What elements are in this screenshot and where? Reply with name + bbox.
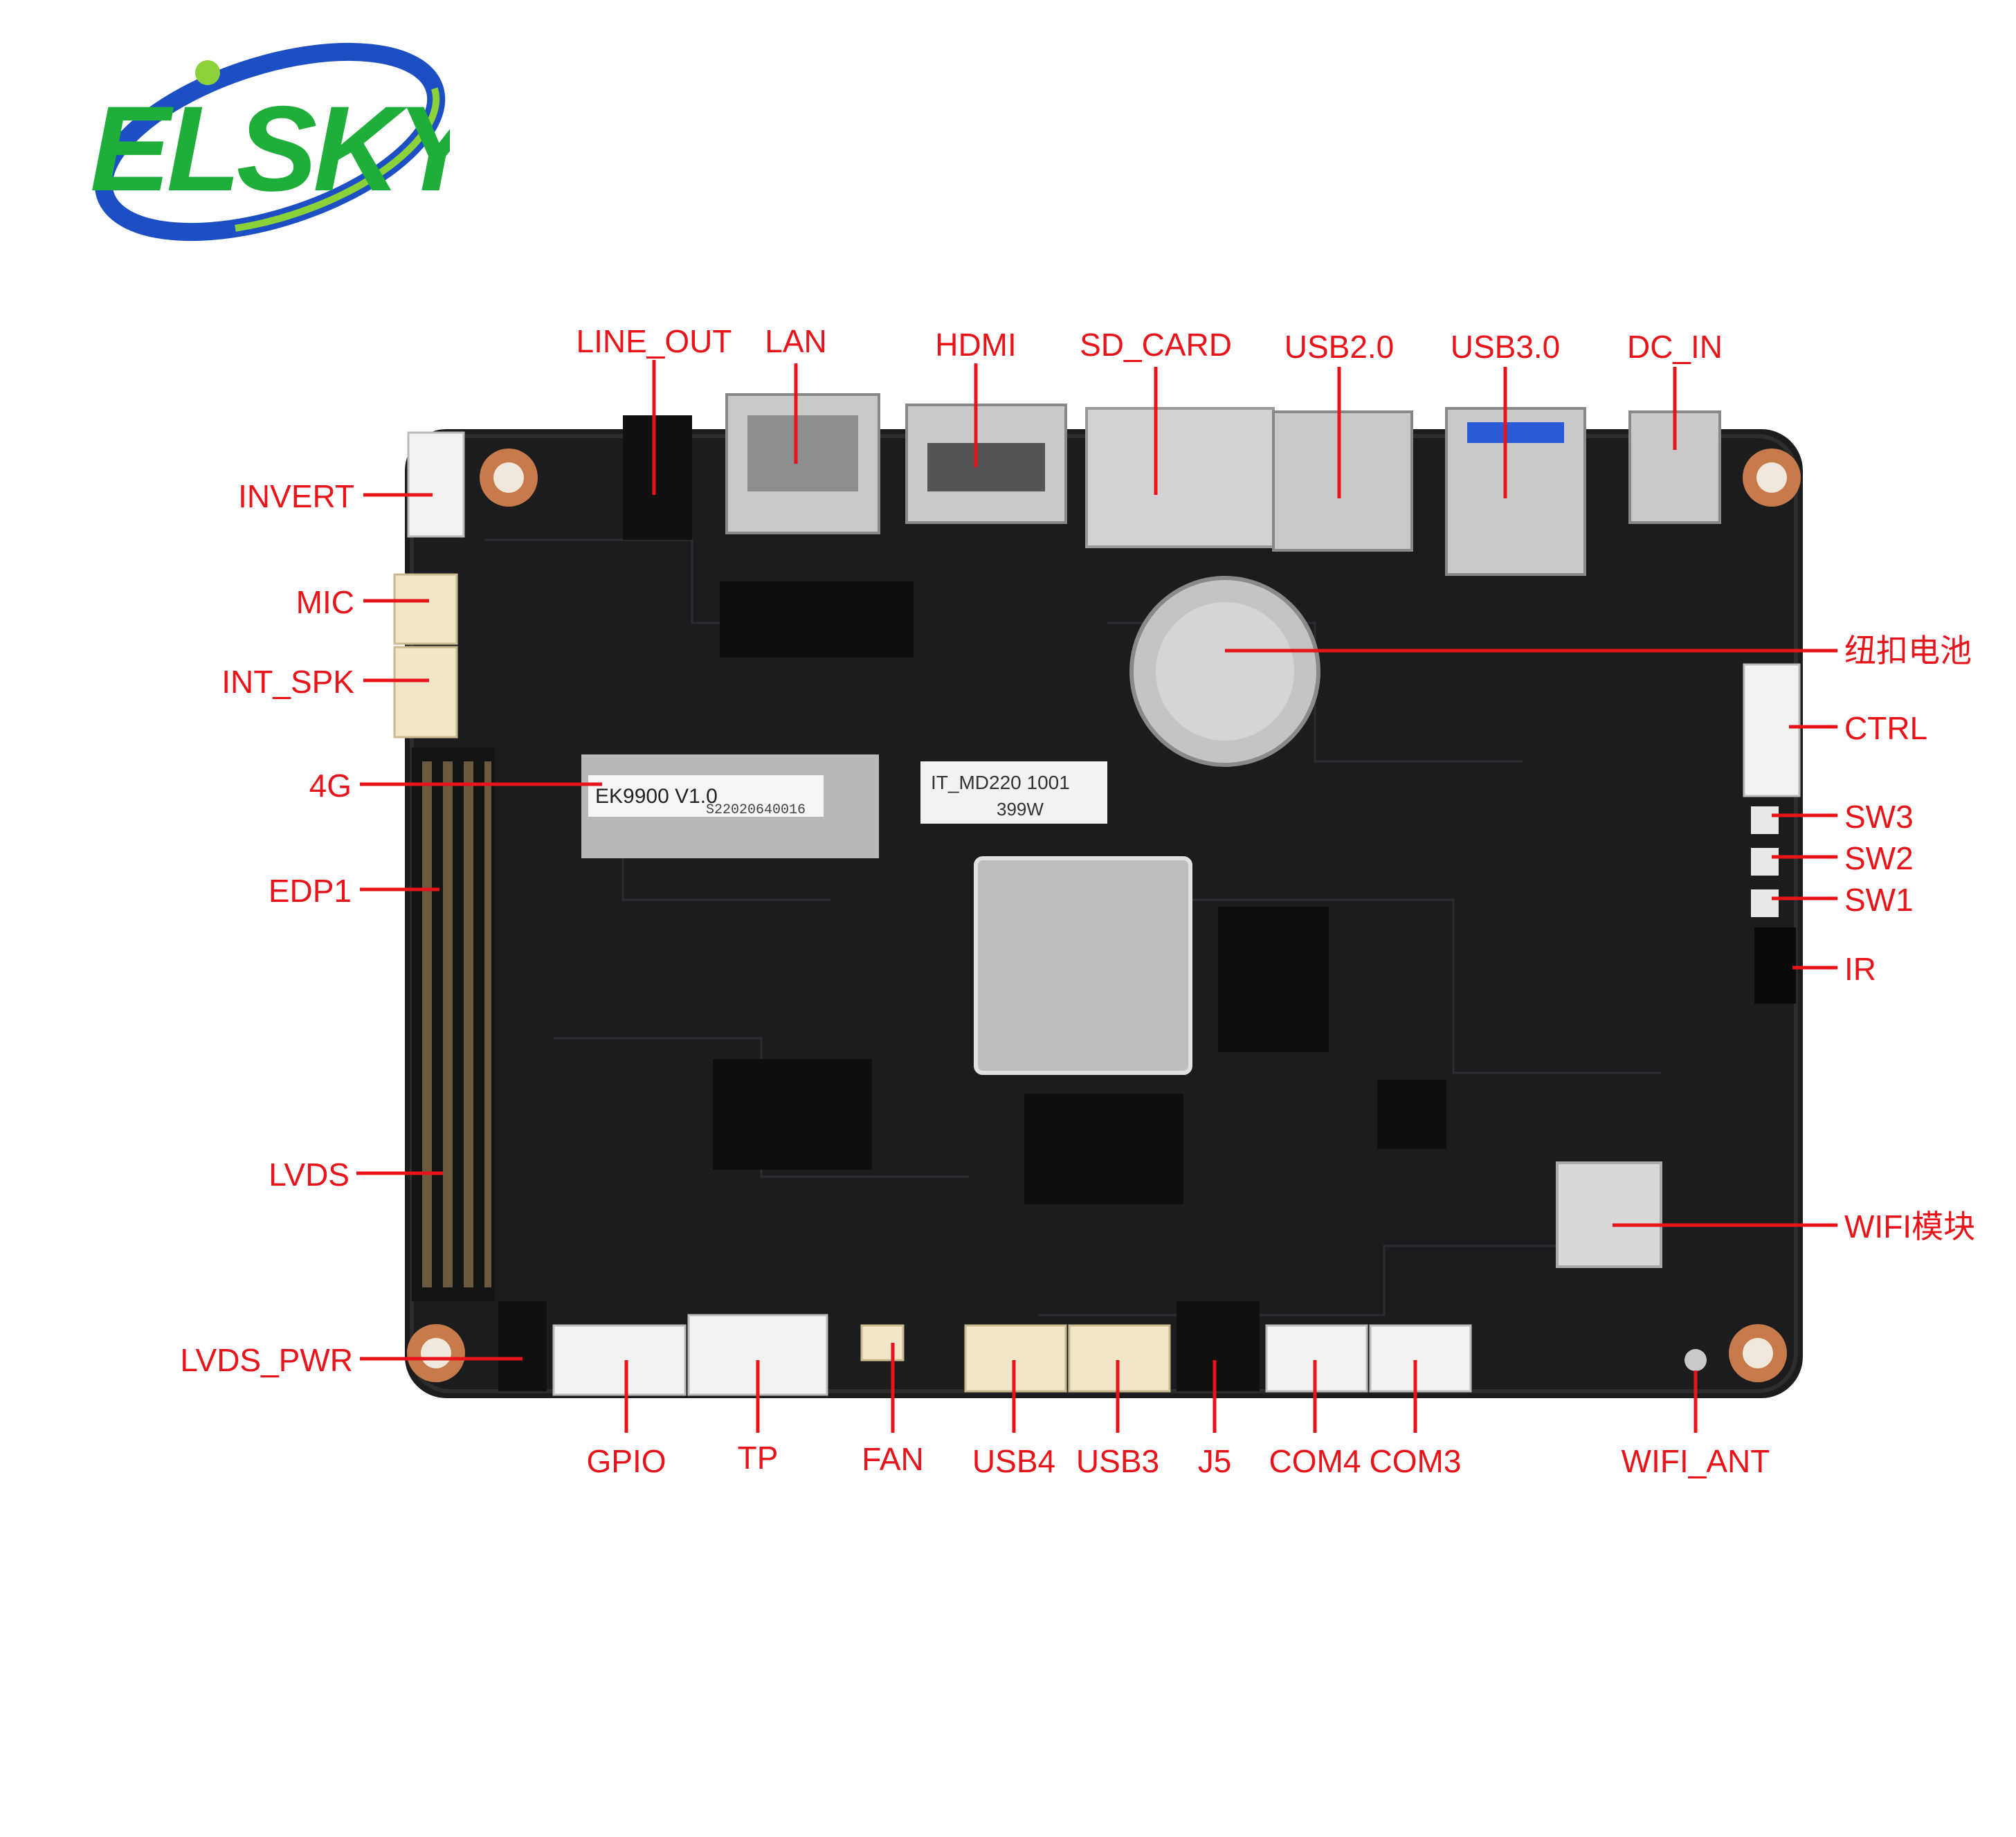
label-wifi-module: WIFI模块	[1844, 1209, 1976, 1245]
label-ir: IR	[1844, 951, 1876, 987]
label-usb3-bottom: USB3	[1075, 1443, 1160, 1479]
label-fan: FAN	[862, 1441, 924, 1477]
sw1-button	[1751, 889, 1779, 917]
gpio-connector	[552, 1324, 687, 1396]
sw3-button	[1751, 806, 1779, 834]
label-j5: J5	[1197, 1443, 1232, 1479]
label-tp: TP	[737, 1440, 779, 1476]
label-edp1: EDP1	[268, 873, 352, 909]
fan-connector	[860, 1324, 905, 1361]
label-invert: INVERT	[238, 478, 354, 514]
label-sw1: SW1	[1844, 882, 1914, 918]
invert-connector	[407, 431, 465, 538]
serial-label: S22020640016	[706, 802, 806, 818]
label-com4: COM4	[1269, 1443, 1361, 1479]
int-spk-connector	[393, 646, 458, 739]
wifi-antenna-connector	[1684, 1349, 1707, 1371]
label-int-spk: INT_SPK	[221, 664, 354, 700]
sw2-button	[1751, 848, 1779, 876]
label-mic: MIC	[296, 584, 354, 620]
label-sd-card: SD_CARD	[1080, 327, 1232, 363]
label-dc-in: DC_IN	[1626, 329, 1723, 365]
label-lan: LAN	[765, 323, 827, 359]
wifi-module	[1556, 1161, 1662, 1268]
label-lvds: LVDS	[269, 1157, 349, 1193]
mic-connector	[393, 573, 458, 645]
com3-connector	[1369, 1324, 1472, 1393]
label-com3: COM3	[1369, 1443, 1462, 1479]
label-coin-battery: 纽扣电池	[1844, 633, 1972, 669]
sd-card-slot	[1085, 407, 1275, 548]
lan-controller	[720, 581, 914, 658]
label-usb4: USB4	[972, 1443, 1056, 1479]
logo-swoosh-icon: ELSKY	[90, 42, 491, 242]
soc-chip	[974, 856, 1192, 1075]
ram-chip-2	[1024, 1094, 1183, 1204]
chip-sticker	[920, 761, 1107, 824]
elsky-logo: ELSKY	[62, 24, 491, 260]
label-line-out: LINE_OUT	[576, 323, 732, 359]
mcu-chip	[1377, 1080, 1446, 1149]
callout-lines	[356, 360, 1837, 1433]
line-out-jack	[623, 415, 692, 540]
label-sw2: SW2	[1844, 840, 1914, 876]
label-gpio: GPIO	[586, 1443, 666, 1479]
label-usb2: USB2.0	[1284, 329, 1395, 365]
svg-text:IT_MD220 1001: IT_MD220 1001	[931, 772, 1070, 793]
label-ctrl: CTRL	[1844, 710, 1928, 746]
label-lvds-pwr: LVDS_PWR	[180, 1342, 353, 1378]
ctrl-connector	[1743, 663, 1801, 797]
j5-header	[1177, 1301, 1260, 1391]
mounting-holes	[407, 449, 1801, 1382]
label-4g: 4G	[309, 768, 352, 804]
ram-chip-1	[1218, 907, 1329, 1052]
label-wifi-ant: WIFI_ANT	[1621, 1443, 1770, 1479]
module-label: EK9900 V1.0	[595, 785, 718, 808]
usb2-port	[1272, 410, 1413, 552]
lvds-pwr-header	[498, 1301, 547, 1391]
svg-text:399W: 399W	[997, 799, 1044, 820]
label-sw3: SW3	[1844, 799, 1914, 835]
label-usb3-top: USB3.0	[1450, 329, 1561, 365]
logo-wordmark: ELSKY	[90, 82, 450, 217]
emmc-chip	[713, 1059, 872, 1170]
label-hdmi: HDMI	[935, 327, 1017, 363]
ir-receiver	[1754, 927, 1796, 1004]
